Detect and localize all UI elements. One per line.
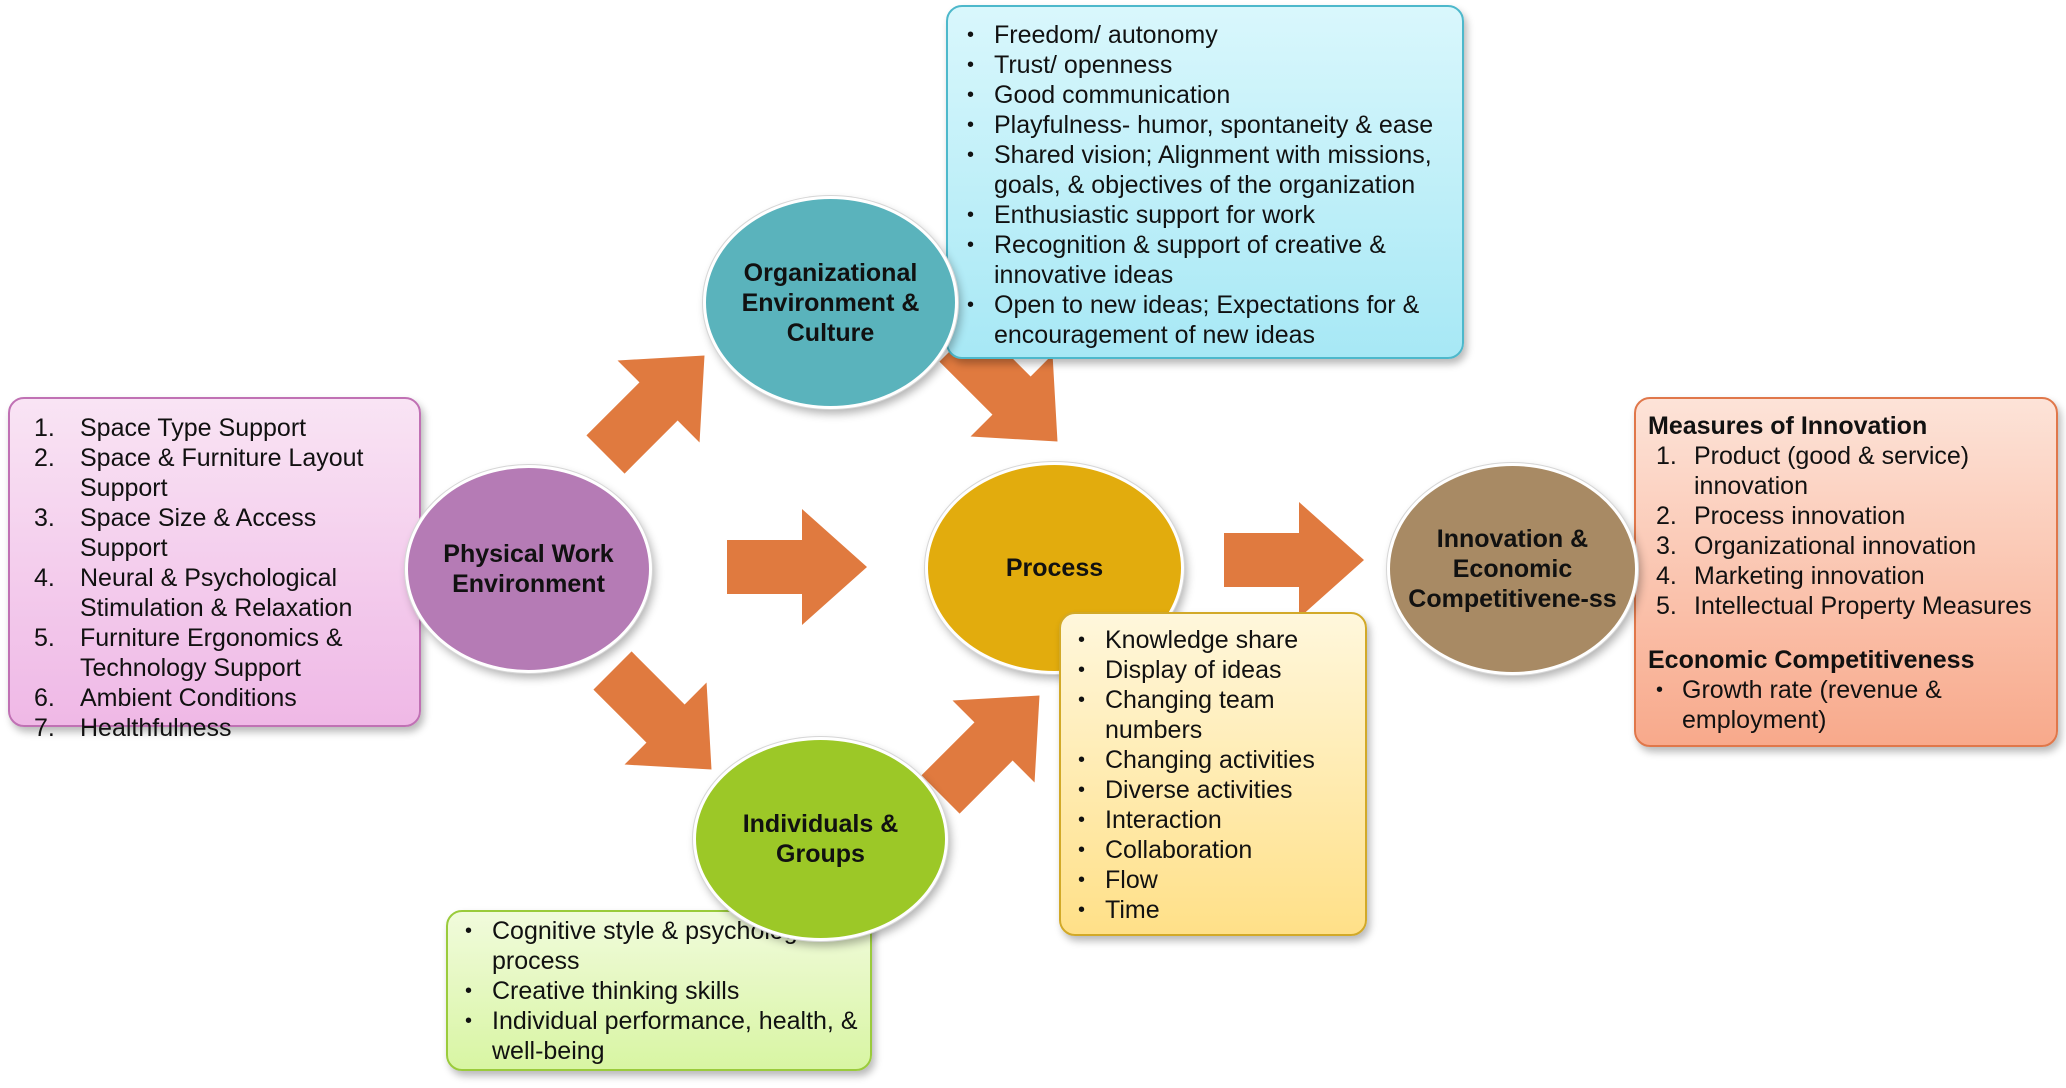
list-item: Shared vision; Alignment with missions, … <box>956 140 1452 200</box>
arrow-physical-to-process <box>727 509 867 625</box>
list-item: Diverse activities <box>1067 775 1359 805</box>
arrow-physical-to-org <box>586 355 705 474</box>
list-item: Open to new ideas; Expectations for & en… <box>956 290 1452 350</box>
arrow-individuals-to-process <box>921 695 1040 814</box>
list-item: Time <box>1067 895 1359 925</box>
list-item: 2.Space & Furniture Layout Support <box>34 444 364 502</box>
list-item: 3.Space Size & Access Support <box>34 504 317 562</box>
list-item: 5.Furniture Ergonomics & Technology Supp… <box>34 624 343 682</box>
process-factors-box: Knowledge share Display of ideas Changin… <box>1059 612 1367 936</box>
economic-competitiveness-heading: Economic Competitiveness <box>1648 646 1975 674</box>
list-item: Recognition & support of creative & inno… <box>956 230 1452 290</box>
list-item: Trust/ openness <box>956 50 1452 80</box>
node-organizational-environment-culture: Organizational Environment & Culture <box>703 196 958 409</box>
innovation-measures-list: 1.Product (good & service) innovation 2.… <box>1636 441 2052 621</box>
list-item: Flow <box>1067 865 1359 895</box>
list-item: Collaboration <box>1067 835 1359 865</box>
organizational-culture-factors-box: Freedom/ autonomy Trust/ openness Good c… <box>946 5 1464 359</box>
list-item: 2.Process innovation <box>1656 502 1906 530</box>
list-item: Playfulness- humor, spontaneity & ease <box>956 110 1452 140</box>
list-item: Enthusiastic support for work <box>956 200 1452 230</box>
list-item: 4.Neural & Psychological Stimulation & R… <box>34 564 353 622</box>
list-item: Individual performance, health, & well-b… <box>454 1006 864 1066</box>
innovation-measures-box: Measures of Innovation 1.Product (good &… <box>1634 397 2058 747</box>
section-spacer <box>1636 621 2052 645</box>
process-factors-list: Knowledge share Display of ideas Changin… <box>1067 625 1359 925</box>
org-factors-list: Freedom/ autonomy Trust/ openness Good c… <box>956 20 1452 350</box>
measures-of-innovation-heading: Measures of Innovation <box>1648 412 1928 440</box>
individuals-groups-factors-box: Cognitive style & psychological process … <box>446 910 872 1071</box>
node-individuals-groups: Individuals & Groups <box>693 737 948 941</box>
node-innovation-economic-competitiveness: Innovation & Economic Competitivene-ss <box>1387 463 1638 675</box>
list-item: 1.Product (good & service) innovation <box>1656 442 1970 500</box>
list-item: Growth rate (revenue & employment) <box>1636 675 2052 735</box>
list-item: Creative thinking skills <box>454 976 864 1006</box>
list-item: Good communication <box>956 80 1452 110</box>
list-item: 7.Healthfulness <box>34 714 232 742</box>
list-item: Changing activities <box>1067 745 1359 775</box>
physical-environment-factors-box: 1.Space Type Support 2.Space & Furniture… <box>8 397 421 742</box>
list-item: Interaction <box>1067 805 1359 835</box>
arrow-process-to-innovation <box>1224 502 1364 618</box>
list-item: 4.Marketing innovation <box>1656 562 1925 590</box>
list-item: 6.Ambient Conditions <box>34 684 297 712</box>
node-process: Process <box>925 462 1184 674</box>
list-item: Changing team numbers <box>1067 685 1359 745</box>
list-item: Knowledge share <box>1067 625 1359 655</box>
list-item: 1.Space Type Support <box>34 414 307 442</box>
list-item: Display of ideas <box>1067 655 1359 685</box>
physical-factors-list: 1.Space Type Support 2.Space & Furniture… <box>22 413 407 743</box>
economic-measures-list: Growth rate (revenue & employment) <box>1636 675 2052 735</box>
arrow-physical-to-individuals <box>593 651 712 770</box>
list-item: 5.Intellectual Property Measures <box>1656 592 2032 620</box>
list-item: Freedom/ autonomy <box>956 20 1452 50</box>
node-physical-work-environment: Physical Work Environment <box>405 465 652 673</box>
list-item: 3.Organizational innovation <box>1656 532 1977 560</box>
